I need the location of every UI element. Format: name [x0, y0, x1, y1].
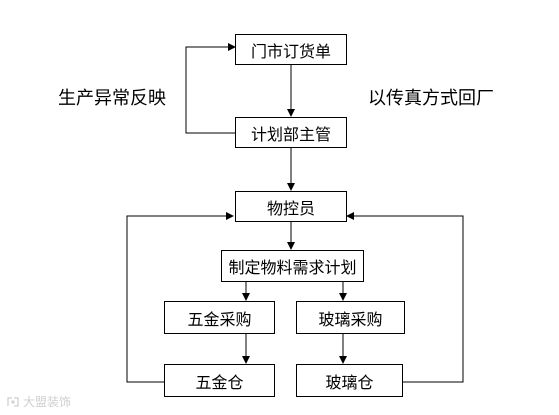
node-controller: 物控员 — [235, 191, 347, 222]
watermark-text: 大盟装饰 — [23, 395, 72, 409]
node-store-order-label: 门市订货单 — [250, 41, 331, 61]
label-fax-return: 以传真方式回厂 — [368, 88, 494, 109]
watermark-logo-icon — [7, 396, 19, 407]
node-hardware-purchase: 五金采购 — [164, 301, 275, 334]
node-material-plan: 制定物料需求计划 — [221, 250, 364, 282]
watermark: 大盟装饰 — [6, 393, 71, 410]
node-hardware-purchase-label: 五金采购 — [187, 309, 252, 329]
node-glass-store-label: 玻璃仓 — [325, 372, 374, 392]
node-glass-purchase: 玻璃采购 — [296, 301, 405, 334]
node-plan-manager-label: 计划部主管 — [250, 124, 331, 144]
node-glass-purchase-label: 玻璃采购 — [318, 309, 383, 329]
node-glass-store: 玻璃仓 — [296, 364, 403, 397]
return-line-glass-store-to-controller — [346, 212, 464, 383]
node-plan-manager: 计划部主管 — [235, 117, 347, 148]
node-material-plan-label: 制定物料需求计划 — [228, 258, 357, 277]
node-controller-label: 物控员 — [266, 198, 315, 218]
node-store-order: 门市订货单 — [235, 34, 347, 65]
label-production-feedback: 生产异常反映 — [58, 88, 166, 109]
feedback-line-manager-to-order — [185, 43, 236, 134]
node-hardware-store-label: 五金仓 — [195, 372, 244, 392]
return-line-hardware-store-to-controller — [126, 212, 234, 383]
node-hardware-store: 五金仓 — [164, 364, 275, 397]
